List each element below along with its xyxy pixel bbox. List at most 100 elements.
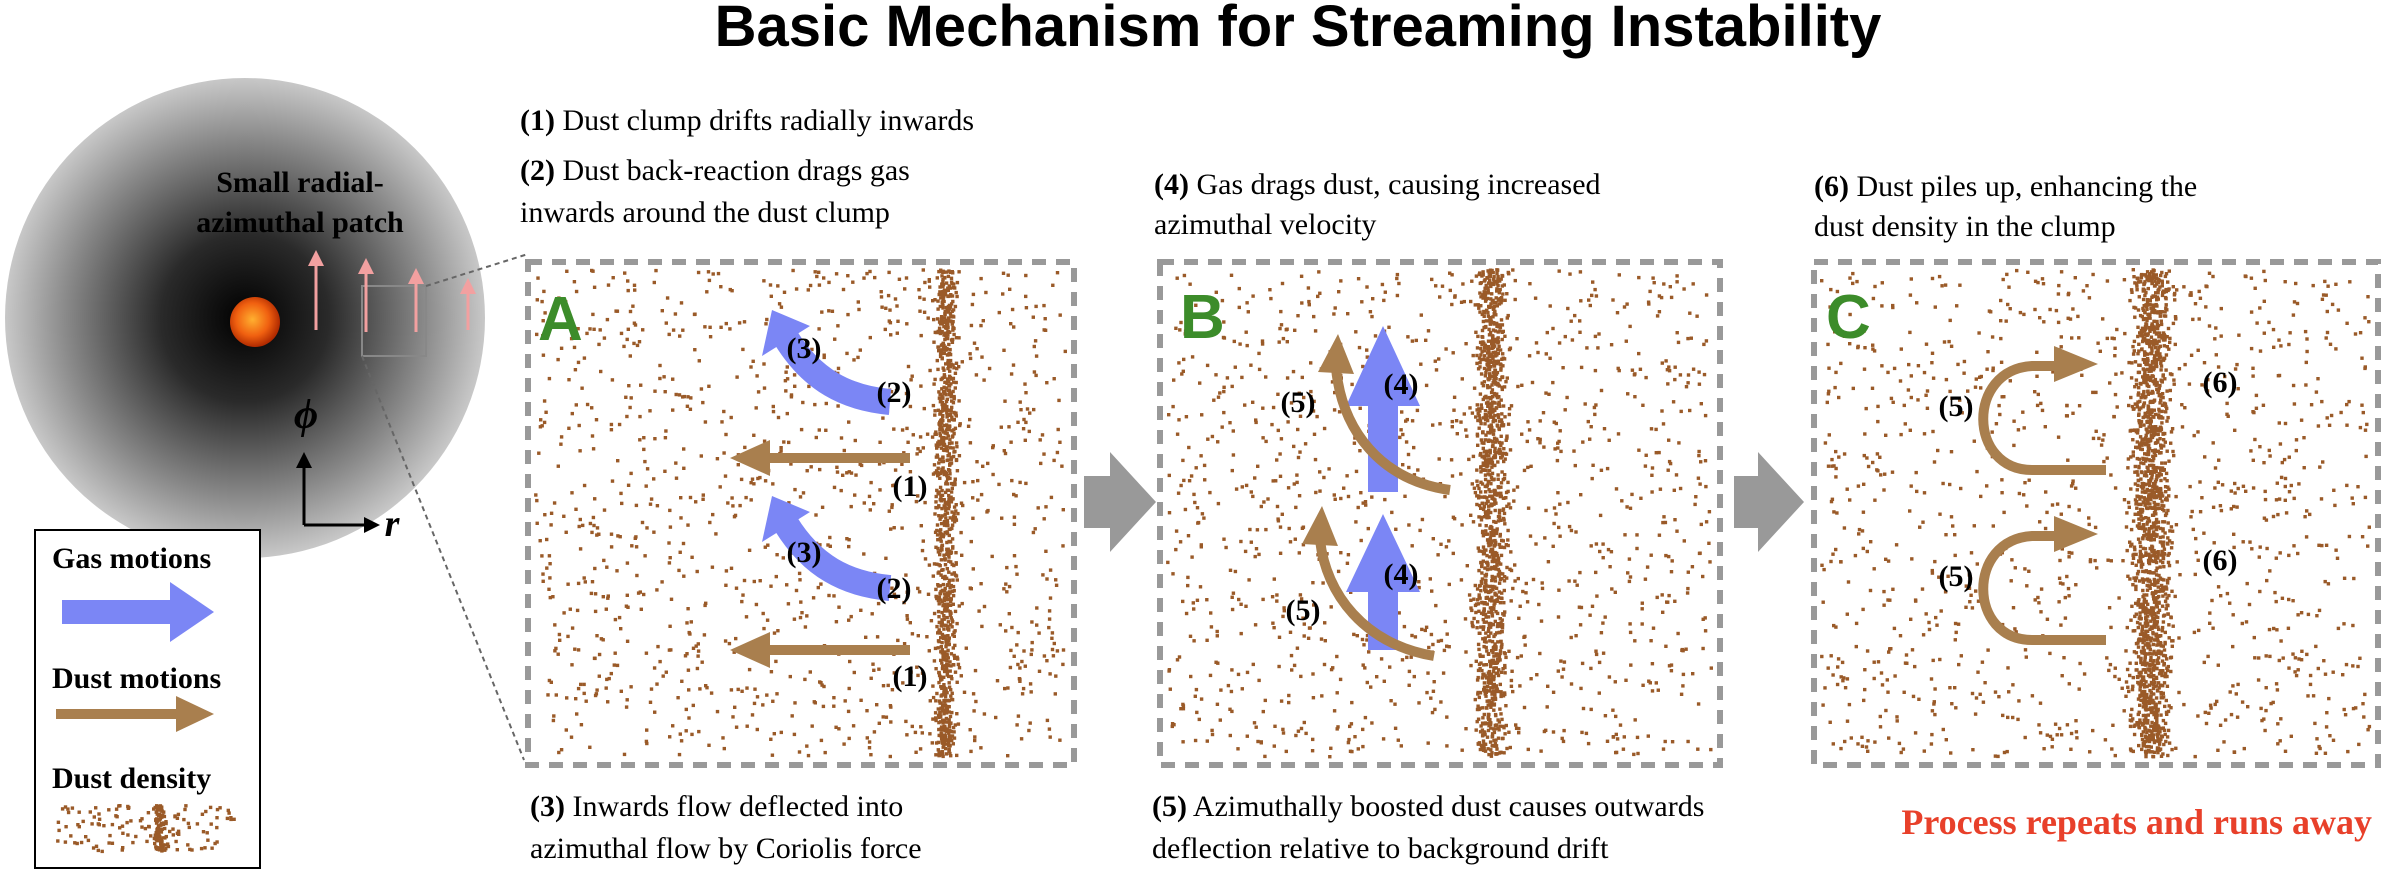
dust-particle: [617, 422, 622, 427]
dust-particle: [1499, 485, 1503, 489]
dust-particle: [1479, 724, 1483, 728]
dust-particle: [1484, 645, 1488, 650]
dust-particle: [1887, 650, 1891, 654]
dust-particle: [849, 614, 853, 619]
dust-particle: [1295, 473, 1299, 477]
dust-particle: [936, 646, 940, 650]
dust-particle: [947, 317, 951, 321]
dust-particle: [1470, 608, 1474, 613]
dust-particle: [1010, 625, 1014, 630]
dust-particle: [1931, 429, 1935, 434]
dust-particle: [941, 754, 945, 759]
dust-particle: [1638, 367, 1643, 371]
dust-particle: [950, 282, 954, 286]
dust-particle: [945, 531, 950, 536]
dust-particle: [1478, 419, 1483, 423]
dust-particle: [910, 374, 914, 378]
dust-particle: [797, 750, 802, 754]
dust-particle: [1181, 707, 1186, 711]
dust-particle: [574, 403, 578, 407]
dust-particle: [1485, 463, 1490, 467]
dust-particle: [1493, 408, 1497, 413]
dust-particle: [1476, 717, 1481, 721]
dust-particle: [1551, 326, 1555, 331]
dust-particle: [942, 614, 946, 618]
dust-particle: [940, 425, 944, 429]
dust-particle: [1469, 513, 1473, 517]
dust-particle: [1488, 406, 1492, 411]
dust-particle: [1342, 486, 1346, 490]
dust-particle: [1475, 346, 1480, 350]
dust-particle: [1481, 416, 1486, 420]
dust-particle: [754, 406, 758, 410]
dust-particle: [1429, 696, 1433, 700]
dust-particle: [633, 288, 637, 292]
dust-particle: [1007, 612, 1011, 616]
dust-particle: [968, 417, 972, 422]
dust-particle: [117, 804, 121, 808]
dust-particle: [915, 665, 919, 669]
dust-particle: [1054, 578, 1058, 582]
dust-particle: [1024, 306, 1029, 310]
dust-particle: [1618, 723, 1623, 727]
dust-particle: [1480, 455, 1484, 459]
gas-arrow-icon: [62, 582, 214, 642]
dust-particle: [1970, 691, 1975, 696]
dust-particle: [1632, 752, 1636, 757]
dust-particle: [1489, 726, 1493, 730]
dust-particle: [2314, 390, 2319, 394]
dust-particle: [1573, 463, 1577, 468]
dust-particle: [1679, 409, 1683, 414]
dust-particle: [934, 432, 938, 436]
dust-particle: [1483, 510, 1488, 514]
dust-particle: [2023, 567, 2027, 571]
dust-particle: [1505, 434, 1509, 438]
dust-particle: [1500, 451, 1505, 455]
dust-particle: [1643, 577, 1648, 581]
dust-particle: [1214, 660, 1218, 664]
dust-particle: [1611, 735, 1616, 739]
dust-particle: [973, 735, 977, 739]
dust-particle: [653, 710, 657, 714]
dust-particle: [948, 347, 952, 352]
dust-particle: [566, 582, 570, 586]
dust-particle: [945, 474, 949, 478]
dust-particle: [1488, 584, 1492, 589]
dust-particle: [1489, 543, 1493, 547]
dust-particle: [1483, 278, 1487, 282]
dust-particle: [920, 671, 925, 675]
dust-particle: [1569, 528, 1574, 533]
dust-particle: [1667, 554, 1671, 559]
dust-particle: [926, 592, 931, 596]
dust-particle: [1361, 501, 1365, 505]
dust-particle: [1610, 587, 1614, 591]
dust-particle: [1450, 302, 1454, 307]
dust-particle: [1513, 297, 1517, 302]
dust-particle: [826, 543, 830, 547]
dust-particle: [1496, 558, 1501, 562]
dust-particle: [887, 270, 891, 275]
dust-particle: [1437, 457, 1441, 461]
dust-particle: [557, 750, 561, 755]
dust-particle: [859, 698, 863, 702]
dust-particle: [547, 587, 551, 591]
dust-particle: [1975, 562, 1979, 566]
dust-particle: [902, 451, 906, 455]
dust-particle: [742, 320, 747, 324]
dust-particle: [1476, 704, 1480, 708]
dust-particle: [1499, 368, 1503, 372]
dust-particle: [1349, 722, 1354, 726]
dust-particle: [1534, 341, 1539, 345]
dust-particle: [918, 309, 922, 313]
dust-particle: [1280, 281, 1285, 286]
dust-particle: [1688, 408, 1692, 413]
dust-particle: [1860, 744, 1865, 748]
dust-particle: [999, 425, 1003, 429]
dust-particle: [1486, 339, 1491, 343]
dust-particle: [1487, 402, 1491, 406]
dust-particle: [1577, 605, 1582, 609]
dust-particle: [1459, 420, 1463, 424]
dust-particle: [1477, 647, 1481, 652]
dust-particle: [869, 676, 873, 680]
panel-c-dust-field: [1820, 268, 2372, 759]
